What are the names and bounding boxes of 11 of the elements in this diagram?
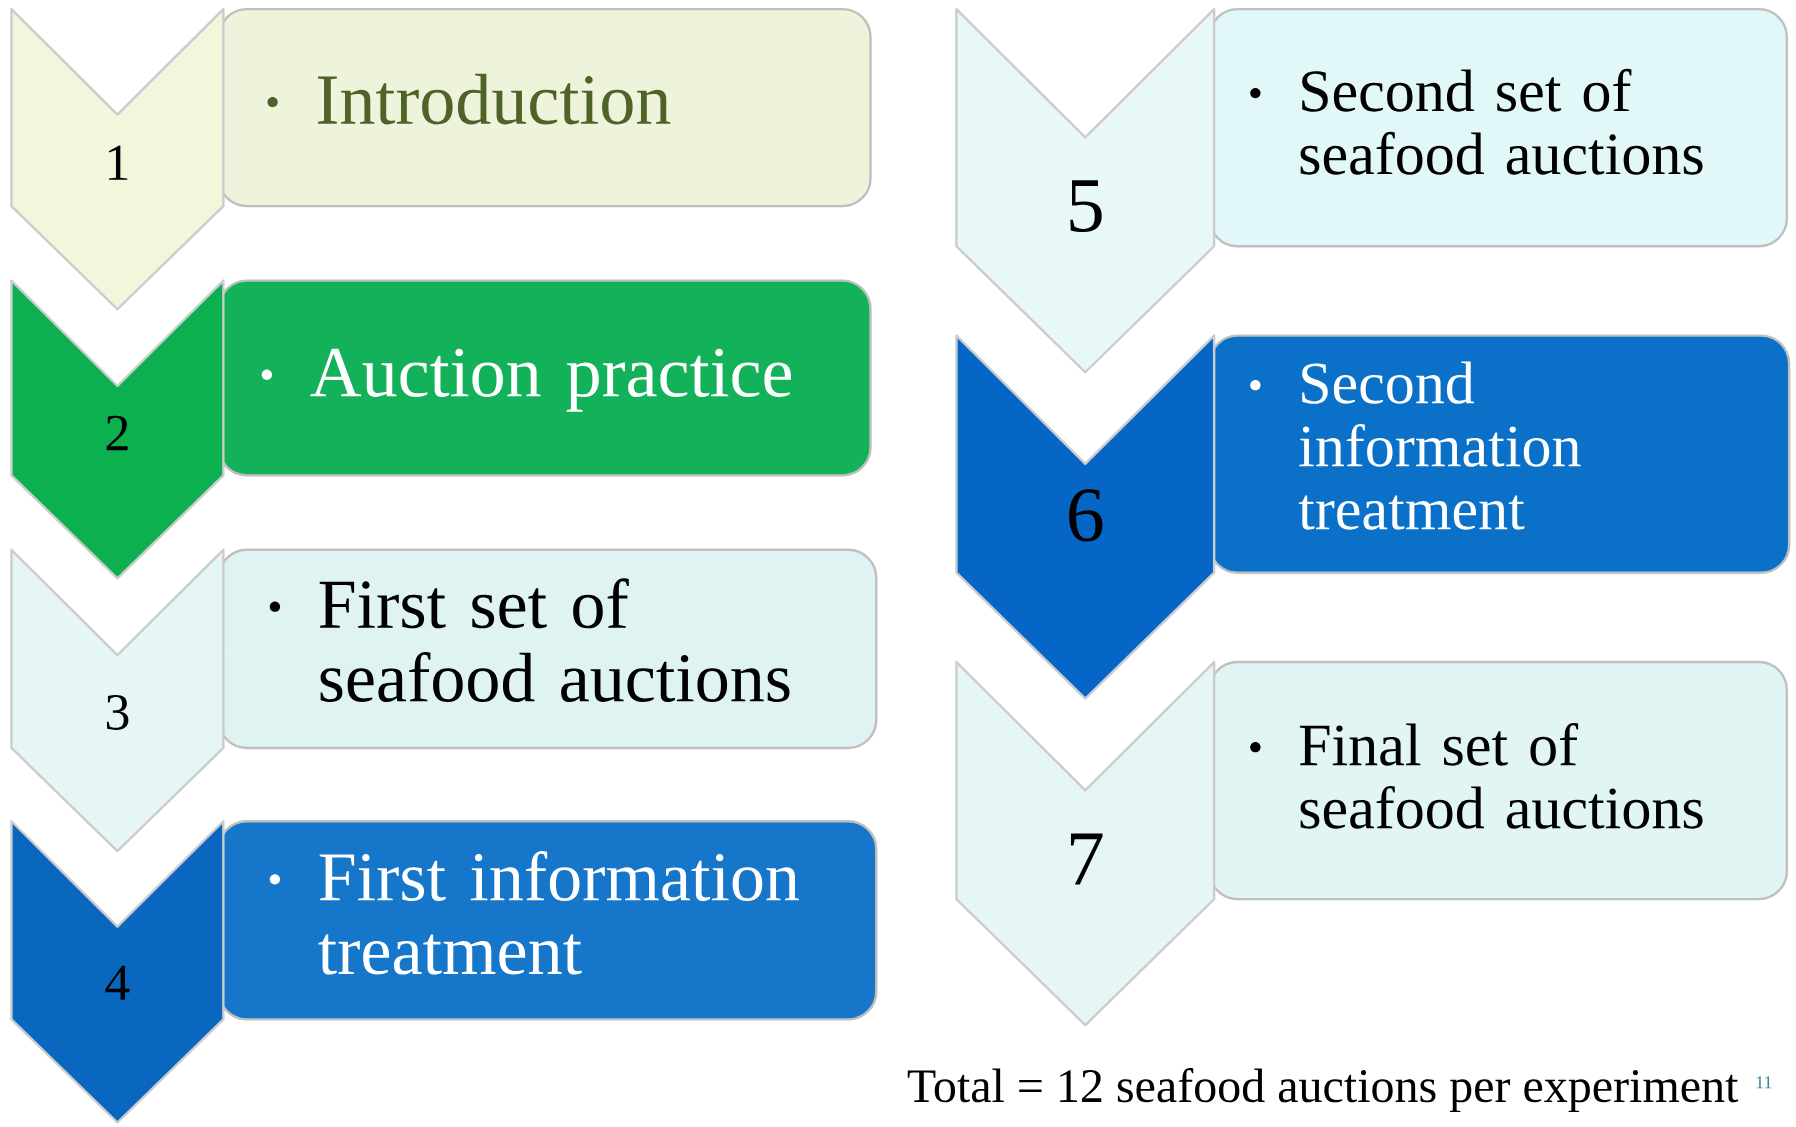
step-box: Auction practice [217,279,872,477]
step-box: Second set of seafood auctions [1208,7,1789,248]
node-label: Second set of seafood auctions [1300,68,1703,175]
step-box: Introduction [217,7,872,208]
page-number: 11 [1756,1076,1772,1089]
step-box: Final set of seafood auctions [1208,660,1789,901]
node-label: Final set of seafood auctions [1299,722,1703,829]
footnote-text: Total = 12 seafood auctions per experiment [907,1068,1739,1113]
step-box: First set of seafood auctions [217,548,878,750]
step-box: Second information treatment [1208,334,1791,574]
step-box: First information treatment [217,820,878,1021]
